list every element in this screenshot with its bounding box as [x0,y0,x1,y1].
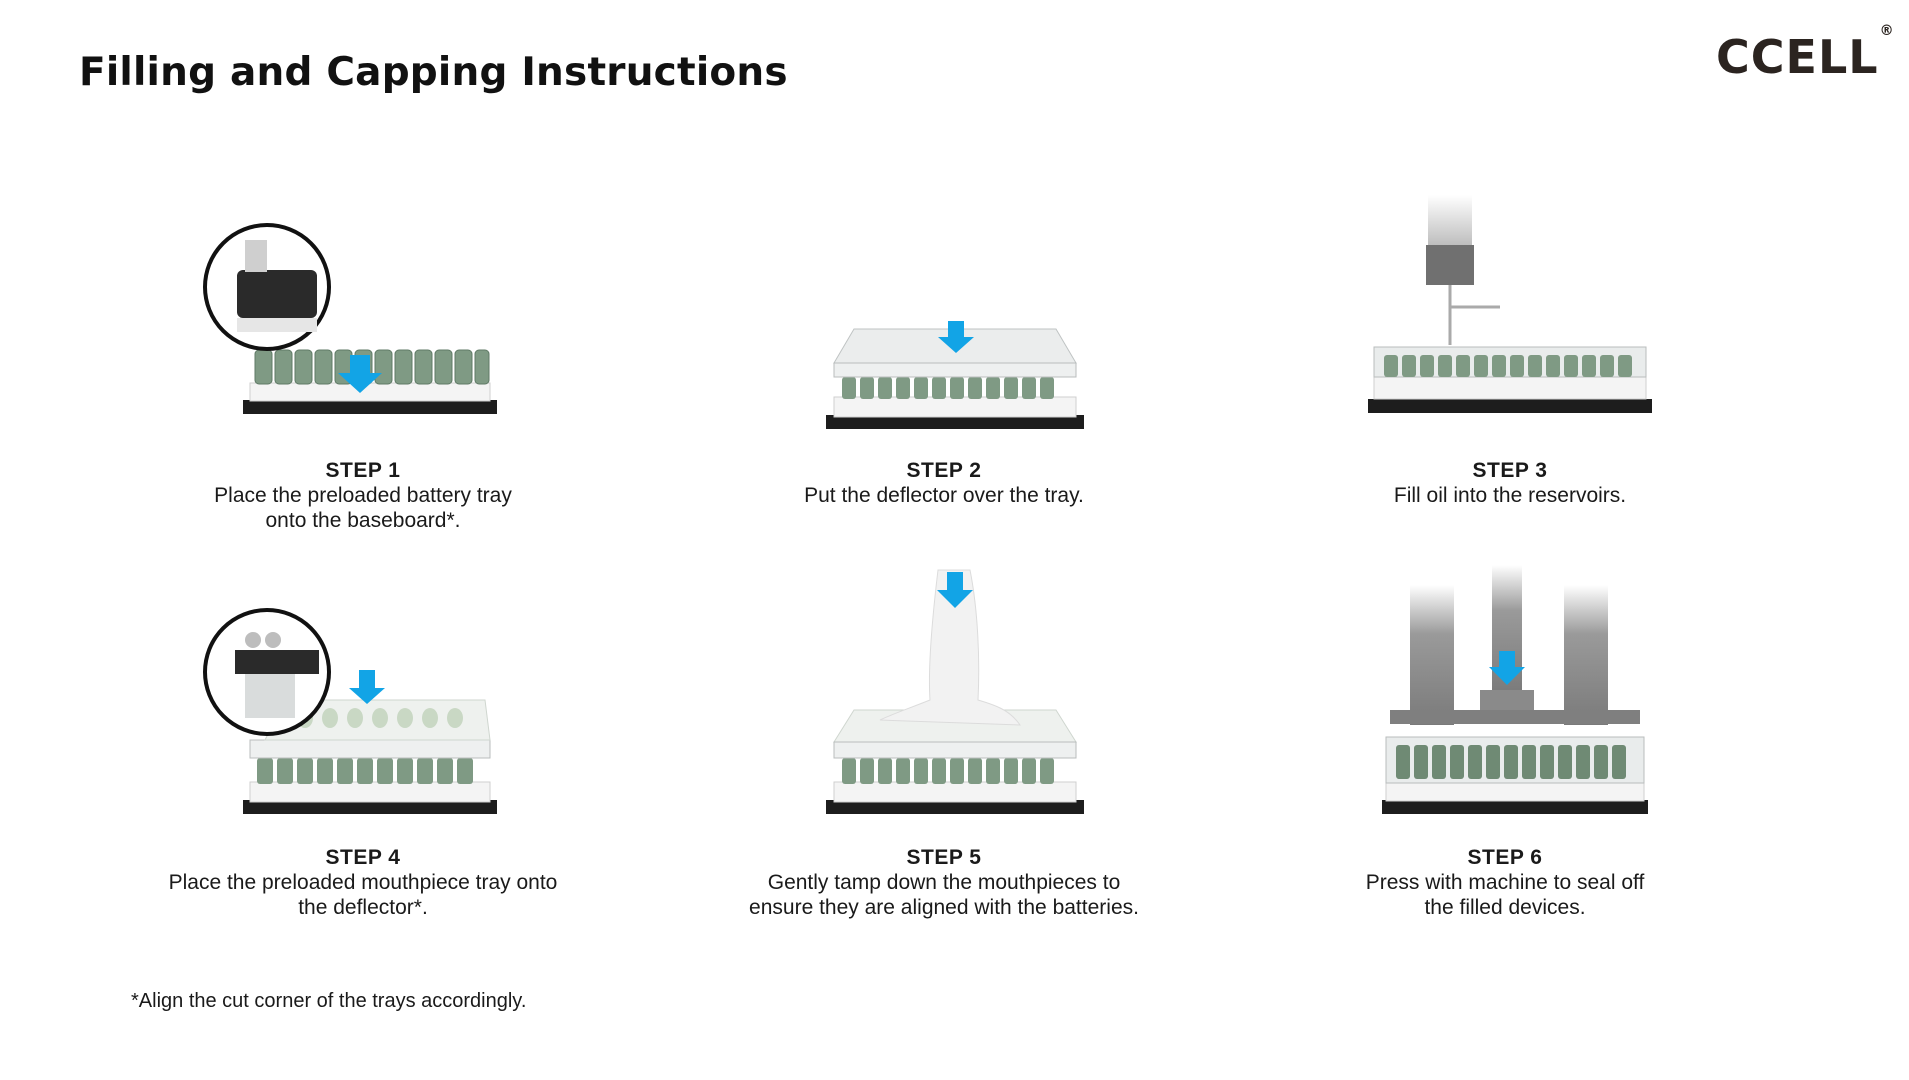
step-text: Place the preloaded battery tray onto th… [214,484,512,532]
step-caption: STEP 5 Gently tamp down the mouthpieces … [684,845,1204,920]
hand-tamping-illustration [826,569,1084,814]
step-text: Press with machine to seal off the fille… [1365,871,1645,919]
oil-filling-illustration [1368,195,1652,413]
step-caption: STEP 4 Place the preloaded mouthpiece tr… [103,845,623,920]
step-label: STEP 2 [906,459,982,482]
step-caption: STEP 2 Put the deflector over the tray. [684,458,1204,508]
step-caption: STEP 3 Fill oil into the reservoirs. [1250,458,1770,508]
step-label: STEP 1 [325,459,401,482]
deflector-over-tray-illustration [826,321,1084,429]
step-text: Gently tamp down the mouthpieces to ensu… [749,871,1139,919]
step-label: STEP 4 [325,846,401,869]
capping-press-illustration [1382,565,1648,814]
battery-tray-on-baseboard-illustration [203,223,497,414]
step-caption: STEP 6 Press with machine to seal off th… [1245,845,1765,920]
step-label: STEP 6 [1467,846,1543,869]
ccell-logo: CCELL® [1716,23,1895,84]
step-label: STEP 5 [906,846,982,869]
page-title: Filling and Capping Instructions [79,50,788,95]
registered-mark: ® [1879,22,1895,39]
step-caption: STEP 1 Place the preloaded battery tray … [103,458,623,533]
step-text: Fill oil into the reservoirs. [1393,484,1627,507]
step-label: STEP 3 [1472,459,1548,482]
footnote: *Align the cut corner of the trays accor… [131,990,527,1012]
step-text: Put the deflector over the tray. [804,484,1084,507]
logo-text: CCELL [1716,30,1879,84]
step-text: Place the preloaded mouthpiece tray onto… [168,871,558,919]
mouthpiece-tray-illustration [203,608,497,814]
